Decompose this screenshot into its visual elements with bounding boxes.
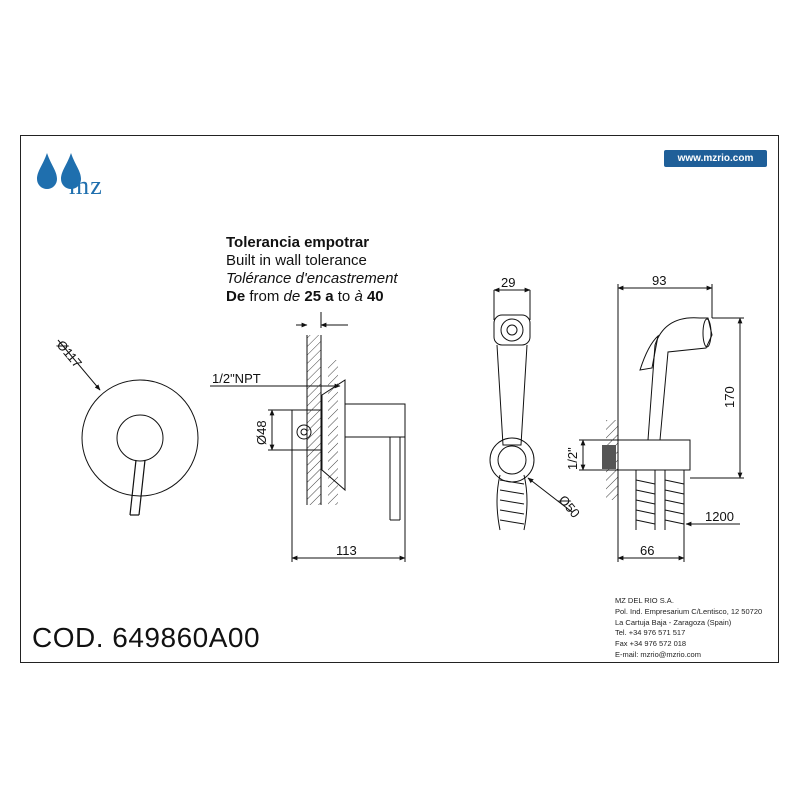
dim-diameter-50: Ø50 [556, 492, 583, 520]
tolerance-title-en: Built in wall tolerance [226, 252, 367, 269]
dim-diameter-48: Ø48 [254, 420, 269, 445]
water-drops-logo-icon [37, 153, 81, 189]
tolerance-title-es: Tolerancia empotrar [226, 234, 370, 251]
dim-half-inch: 1/2" [565, 447, 580, 470]
company-tel: Tel. +34 976 571 517 [615, 628, 686, 638]
company-email[interactable]: E-mail: mzrio@mzrio.com [615, 649, 701, 659]
dim-width-93: 93 [652, 273, 666, 288]
side-view [210, 312, 406, 562]
dim-width-29: 29 [501, 275, 515, 290]
dim-hose-1200: 1200 [705, 509, 734, 524]
company-fax: Fax +34 976 572 018 [615, 639, 687, 649]
dim-npt: 1/2"NPT [212, 371, 261, 386]
tolerance-title-fr: Tolérance d'encastrement [226, 270, 398, 287]
company-info: MZ DEL RIO S.A. Pol. Ind. Empresarium C/… [615, 596, 762, 661]
logo-text: mz [69, 171, 103, 200]
tolerance-range: De from de 25 a to à 40 [226, 288, 384, 305]
hand-shower-side-view [579, 284, 744, 562]
product-code: COD. 649860A00 [32, 622, 261, 653]
company-address-1: Pol. Ind. Empresarium C/Lentisco, 12 507… [615, 606, 763, 616]
website-link[interactable]: www.mzrio.com [664, 150, 767, 167]
dim-width-66: 66 [640, 543, 654, 558]
tolerance-note: Tolerancia empotrar Built in wall tolera… [226, 234, 398, 306]
dim-width-113: 113 [336, 543, 357, 558]
company-name: MZ DEL RIO S.A. [615, 596, 674, 605]
dim-diameter-117: Ø117 [54, 337, 85, 370]
company-address-2: La Cartuja Baja - Zaragoza (Spain) [615, 617, 732, 627]
hand-shower-front-view [489, 287, 573, 531]
drawing-frame [20, 135, 779, 663]
dim-height-170: 170 [722, 386, 737, 408]
front-view [57, 339, 199, 516]
